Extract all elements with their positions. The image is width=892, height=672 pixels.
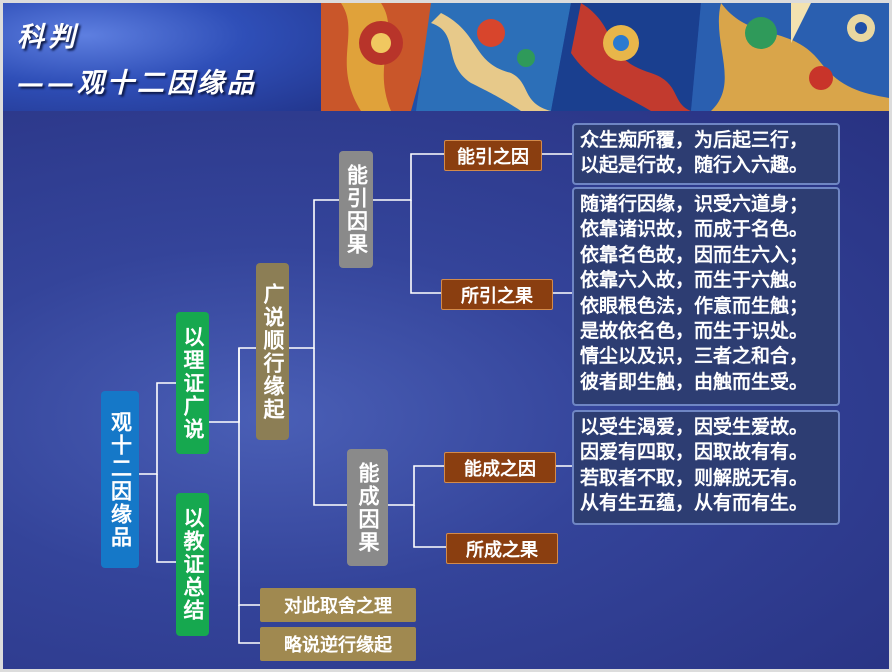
verse-line: 因爱有四取，因取故有有。 [580,441,809,464]
verse-line: 从有生五蕴，从有而有生。 [580,492,809,515]
slide: 科判 ——观十二因缘品 观十二因缘品 以理证广说 [3,3,889,669]
verse-line: 情尘以及识，三者之和合， [580,345,809,368]
verse-box-3: 以受生渴爱，因受生爱故。 因爱有四取，因取故有有。 若取者不取，则解脱无有。 从… [572,410,840,525]
node-projecting-cause: 能引之因 [444,140,542,171]
verse-box-2: 随诸行因缘，识受六道身； 依靠诸识故，而成于名色。 依靠名色故，因而生六入； 依… [572,187,840,406]
verse-line: 随诸行因缘，识受六道身； [580,193,809,215]
verse-line: 以起是行故，随行入六趣。 [580,154,809,177]
header-banner: 科判 ——观十二因缘品 [3,3,889,111]
connector-lines [139,153,576,644]
verse-line: 以受生渴爱，因受生爱故。 [580,416,809,438]
verse-line: 众生痴所覆，为后起三行， [580,129,809,151]
verse-line: 依靠名色故，因而生六入； [580,243,809,266]
node-completing-cause-effect: 能成因果 [347,449,388,566]
root-node: 观十二因缘品 [101,391,139,568]
node-reverse-origination: 略说逆行缘起 [260,627,416,661]
node-accept-reject: 对此取舍之理 [260,588,416,622]
header-subtitle: ——观十二因缘品 [17,68,257,99]
node-completed-effect: 所成之果 [446,533,558,564]
thangka-painting-image [321,3,889,111]
verse-line: 依靠诸识故，而成于名色。 [580,218,809,241]
verse-line: 是故依名色，而生于识处。 [580,320,809,343]
node-projected-effect: 所引之果 [441,279,553,310]
node-forward-origination: 广说顺行缘起 [256,263,289,440]
node-reason-proof: 以理证广说 [176,312,209,454]
header-gradient [3,3,333,111]
verse-line: 彼者即生触，由触而生受。 [580,370,809,393]
node-completing-cause: 能成之因 [444,452,556,483]
node-projecting-cause-effect: 能引因果 [339,151,373,268]
verse-line: 依靠六入故，而生于六触。 [580,269,809,292]
verse-line: 若取者不取，则解脱无有。 [580,466,809,489]
verse-line: 依眼根色法，作意而生触； [580,294,809,317]
outline-diagram: 观十二因缘品 以理证广说 以教证总结 广说顺行缘起 对此取舍之理 略说逆行缘起 … [3,111,889,669]
header-title: 科判 [17,22,79,53]
node-scripture-proof: 以教证总结 [176,493,209,636]
verse-box-1: 众生痴所覆，为后起三行， 以起是行故，随行入六趣。 [572,123,840,185]
